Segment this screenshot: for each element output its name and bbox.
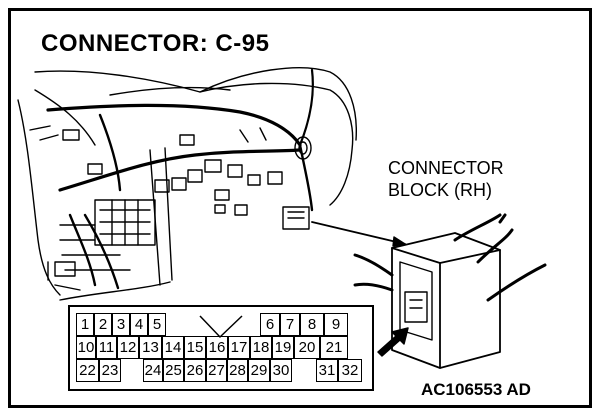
pin-25: 25	[163, 359, 184, 382]
harness-main	[46, 103, 302, 147]
pin-24: 24	[143, 359, 163, 382]
pin-1: 1	[76, 313, 94, 336]
pin-22: 22	[76, 359, 99, 382]
pin-19: 19	[272, 336, 294, 359]
pin-8: 8	[300, 313, 324, 336]
pin-13: 13	[139, 336, 162, 359]
pin-10: 10	[76, 336, 96, 359]
connector-title: CONNECTOR: C-95	[41, 30, 270, 57]
pin-27: 27	[206, 359, 227, 382]
pin-23: 23	[99, 359, 121, 382]
pin-28: 28	[227, 359, 248, 382]
pin-4: 4	[130, 313, 148, 336]
dashboard-outline	[34, 70, 354, 206]
pin-11: 11	[96, 336, 117, 359]
pin-17: 17	[228, 336, 250, 359]
pin-7: 7	[280, 313, 300, 336]
pin-2: 2	[94, 313, 112, 336]
pin-12: 12	[117, 336, 139, 359]
pin-15: 15	[184, 336, 206, 359]
pin-30: 30	[270, 359, 292, 382]
pin-32: 32	[338, 359, 362, 382]
connector-key-notch	[199, 315, 243, 339]
connector-block-label-line-2: BLOCK (RH)	[388, 180, 493, 200]
pin-5: 5	[148, 313, 166, 336]
connector-block-label: CONNECTOR BLOCK (RH)	[388, 157, 504, 201]
connector-block-body	[391, 232, 501, 369]
pin-6: 6	[260, 313, 280, 336]
pin-9: 9	[324, 313, 348, 336]
pin-29: 29	[248, 359, 270, 382]
pin-21: 21	[320, 336, 348, 359]
pointer-arrow	[377, 327, 409, 357]
pin-16: 16	[206, 336, 228, 359]
dashboard-upper-curve	[199, 67, 357, 141]
pin-31: 31	[316, 359, 338, 382]
pin-26: 26	[184, 359, 206, 382]
pin-18: 18	[250, 336, 272, 359]
pin-20: 20	[294, 336, 320, 359]
pin-3: 3	[112, 313, 130, 336]
connector-block-label-line-1: CONNECTOR	[388, 158, 504, 178]
pin-14: 14	[162, 336, 184, 359]
figure-code: AC106553 AD	[421, 380, 531, 399]
